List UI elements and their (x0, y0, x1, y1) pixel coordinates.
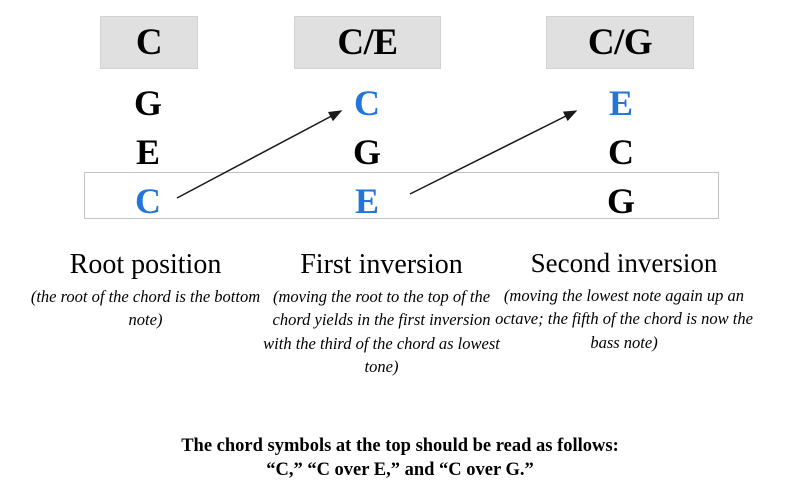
caption-second-inversion: Second inversion (moving the lowest note… (495, 248, 753, 354)
caption-body: (moving the root to the top of the chord… (263, 287, 500, 377)
chord-symbol-box-c-over-g: C/G (546, 16, 694, 69)
chord-symbol-label: C (135, 22, 163, 63)
caption-first-inversion: First inversion (moving the root to the … (263, 248, 500, 379)
chord-symbol-box-c-over-e: C/E (294, 16, 441, 69)
note-first-inversion-top: C (354, 83, 380, 123)
caption-title: Second inversion (530, 248, 718, 278)
note-first-inversion-bottom: E (354, 181, 379, 221)
note-root-position-bottom: C (135, 181, 161, 221)
footer-note-line-1: The chord symbols at the top should be r… (181, 436, 619, 456)
note-second-inversion-bottom: G (606, 181, 635, 221)
caption-title: First inversion (300, 249, 463, 280)
note-second-inversion-middle: C (608, 132, 634, 172)
bass-note-row-highlight-box (84, 172, 719, 219)
caption-body: (moving the lowest note again up an octa… (495, 285, 753, 352)
chord-symbol-box-c: C (100, 16, 198, 69)
footer-note-line-2: “C,” “C over E,” and “C over G.” (266, 460, 534, 481)
caption-title: Root position (69, 249, 222, 280)
note-root-position-top: G (133, 83, 162, 123)
chord-symbol-label: C/E (337, 22, 398, 63)
caption-root-position: Root position (the root of the chord is … (28, 248, 263, 332)
chord-symbol-label: C/G (587, 22, 653, 63)
note-first-inversion-middle: G (352, 132, 381, 172)
caption-body: (the root of the chord is the bottom not… (30, 287, 261, 330)
note-root-position-middle: E (135, 132, 160, 172)
note-second-inversion-top: E (608, 83, 633, 123)
footer-note: The chord symbols at the top should be r… (0, 434, 800, 483)
